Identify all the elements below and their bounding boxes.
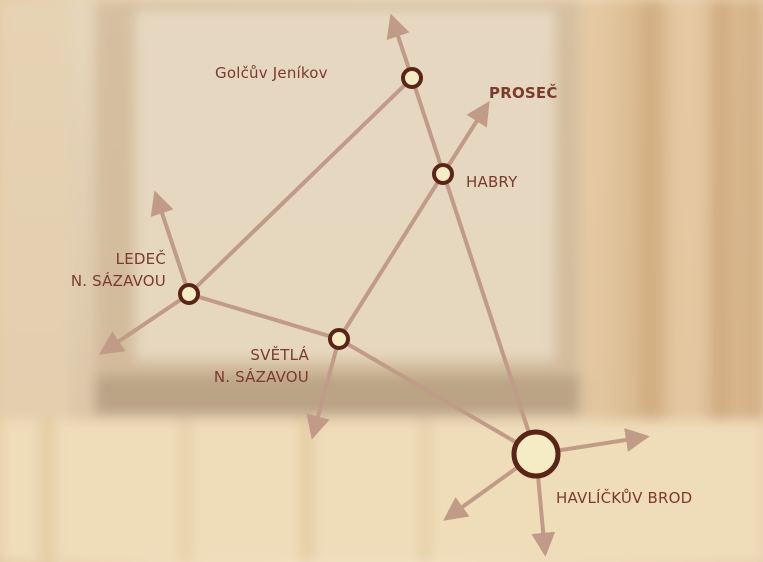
arrow-habry-prosec [441, 100, 490, 176]
label-golcuv-jenikov: Golčův Jeníkov [215, 64, 328, 82]
label-prosec: PROSEČ [489, 84, 558, 102]
road-golcuv-havlickuv [410, 76, 538, 456]
label-ledec: LEDEČ N. SÁZAVOU [0, 248, 166, 292]
arrow-ledec-southwest [99, 292, 191, 355]
town-marker-svetla[interactable] [328, 328, 350, 350]
arrow-svetla-south [306, 337, 341, 440]
road-svetla-habry [337, 172, 445, 341]
label-ledec-line2: N. SÁZAVOU [70, 272, 166, 290]
label-svetla-line2: N. SÁZAVOU [213, 368, 309, 386]
label-svetla-line1: SVĚTLÁ [250, 346, 309, 364]
road-ledec-svetla [187, 292, 341, 341]
label-svetla: SVĚTLÁ N. SÁZAVOU [100, 344, 309, 388]
road-golcuv-ledec [187, 76, 414, 296]
road-svetla-havlickuv [337, 337, 538, 456]
town-marker-habry[interactable] [432, 163, 454, 185]
town-marker-ledec[interactable] [178, 283, 200, 305]
arrow-ledec-north [150, 190, 191, 296]
label-havlickuv-brod: HAVLÍČKŮV BROD [556, 489, 693, 507]
label-habry: HABRY [466, 173, 518, 191]
town-marker-golcuv-jenikov[interactable] [401, 67, 423, 89]
town-marker-havlickuv-brod[interactable] [511, 429, 561, 479]
label-ledec-line1: LEDEČ [115, 250, 166, 268]
